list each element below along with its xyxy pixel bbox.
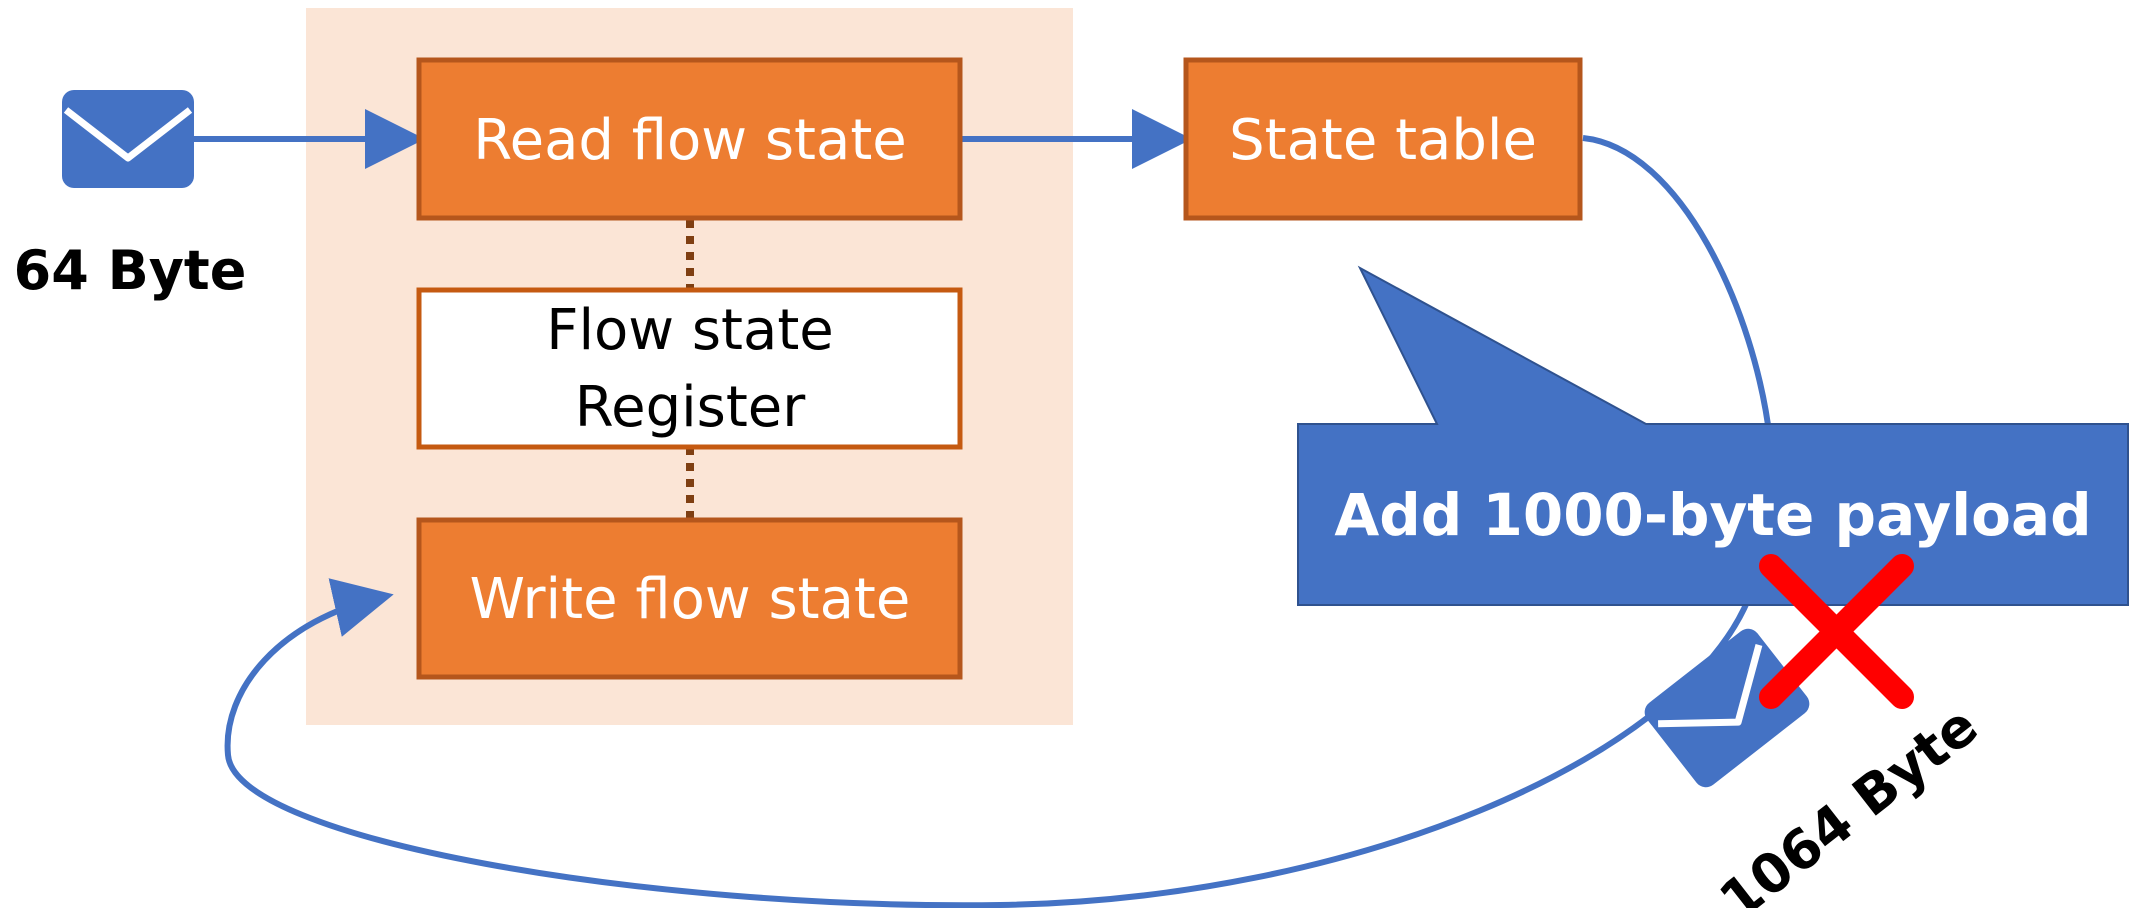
payload-callout-text: Add 1000-byte payload xyxy=(1334,481,2091,549)
input-packet-envelope-icon xyxy=(62,90,194,188)
output-packet-envelope-icon xyxy=(1644,628,1810,788)
state-table-node: State table xyxy=(1183,57,1583,221)
register-label-line-2: Register xyxy=(575,375,807,440)
read-flow-state-label: Read flow state xyxy=(473,108,907,173)
state-table-label: State table xyxy=(1229,108,1537,173)
payload-callout: Add 1000-byte payload xyxy=(1297,265,2129,606)
input-packet-size-label: 64 Byte xyxy=(14,239,247,302)
flow-state-register-node: Flow state Register xyxy=(416,287,963,450)
red-cross-icon xyxy=(1759,554,1914,709)
return-loop-arrow xyxy=(224,135,1773,908)
register-label-line-1: Flow state xyxy=(546,298,834,363)
write-flow-state-label: Write flow state xyxy=(470,567,911,632)
read-flow-state-node: Read flow state xyxy=(416,57,963,221)
write-flow-state-node: Write flow state xyxy=(416,517,963,680)
